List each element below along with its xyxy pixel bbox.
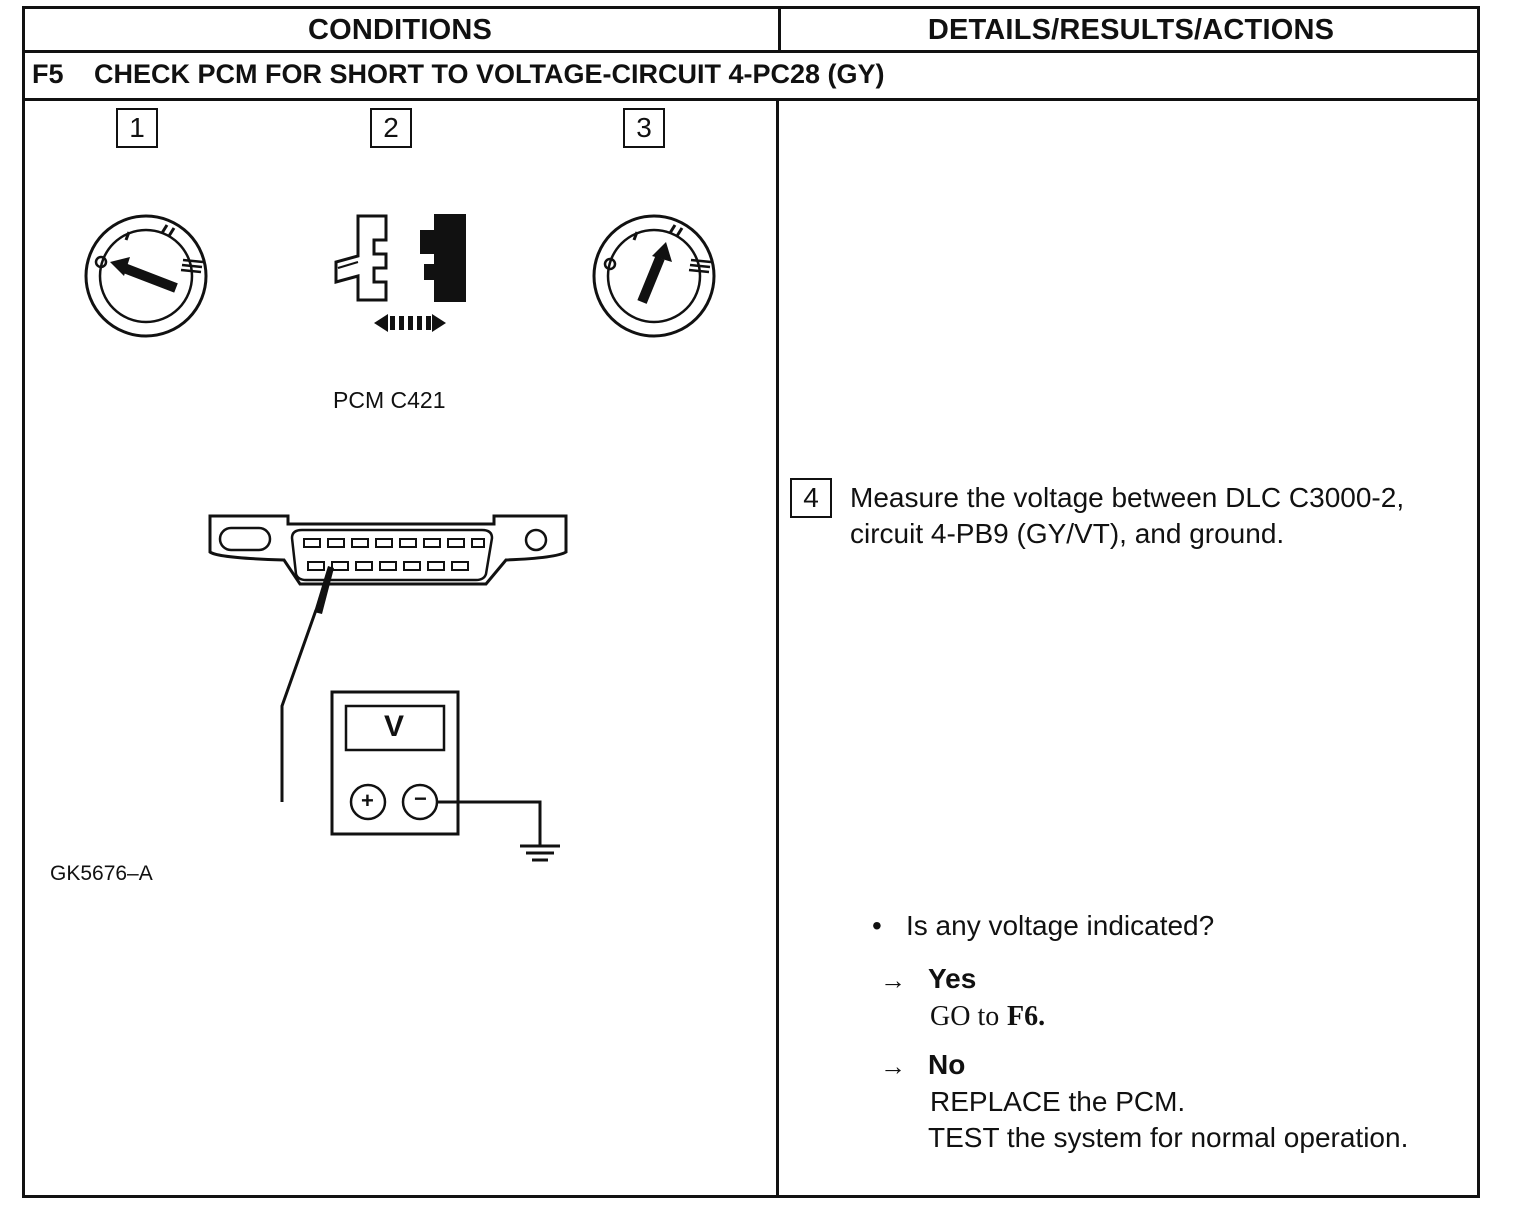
yes-action-prefix: GO to xyxy=(930,1001,1000,1032)
step-number-box-2: 2 xyxy=(370,108,412,148)
no-action-line-1: REPLACE the PCM. xyxy=(930,1086,1186,1117)
connector-label: PCM C421 xyxy=(333,387,446,413)
meter-plus-terminal: + xyxy=(361,788,374,813)
no-action-line-2: TEST the system for normal operation. xyxy=(928,1122,1409,1153)
conditions-header: CONDITIONS xyxy=(307,14,493,46)
question: • Is any voltage indicated? xyxy=(872,910,1214,942)
diagnostic-table xyxy=(22,6,1480,1198)
details-header: DETAILS/RESULTS/ACTIONS xyxy=(927,14,1335,46)
step-number-box-3: 3 xyxy=(623,108,665,148)
step-title-text: CHECK PCM FOR SHORT TO VOLTAGE-CIRCUIT 4… xyxy=(94,59,885,89)
yes-action-target: F6. xyxy=(1007,1001,1046,1032)
figure-id: GK5676–A xyxy=(50,862,153,885)
step-title: F5 CHECK PCM FOR SHORT TO VOLTAGE-CIRCUIT… xyxy=(32,52,885,98)
body-column-divider xyxy=(776,98,779,1198)
yes-label: Yes xyxy=(928,963,977,994)
ignition-switch-off-icon xyxy=(84,214,208,338)
meter-minus-terminal: − xyxy=(414,786,427,811)
test-lead xyxy=(280,566,334,802)
instruction-text: Measure the voltage between DLC C3000-2,… xyxy=(850,482,1405,549)
no-label: No xyxy=(928,1049,966,1080)
header-divider xyxy=(22,50,1480,53)
step-number-box-1: 1 xyxy=(116,108,158,148)
connector-disconnect-icon xyxy=(334,214,466,332)
no-arrow-icon: → xyxy=(880,1051,906,1081)
dlc-connector-icon xyxy=(208,514,568,586)
question-text: Is any voltage indicated? xyxy=(906,910,1215,941)
header-column-divider xyxy=(778,6,781,52)
step-number-box-4: 4 xyxy=(790,478,832,518)
ignition-switch-run-icon xyxy=(592,214,716,338)
title-divider xyxy=(22,98,1480,101)
ground-icon xyxy=(438,800,560,862)
voltmeter-icon xyxy=(330,690,460,836)
bullet: • xyxy=(872,910,882,941)
yes-arrow-icon: → xyxy=(880,965,906,995)
step-code: F5 xyxy=(32,59,64,89)
meter-display-label: V xyxy=(384,710,405,743)
yes-action: GO to F6. xyxy=(930,998,1045,1035)
